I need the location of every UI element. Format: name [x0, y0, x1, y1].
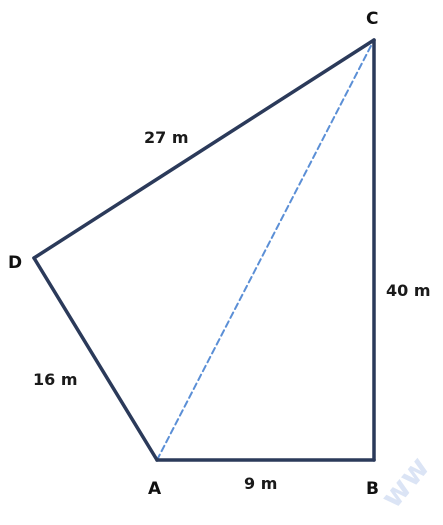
- vertex-d-label: D: [8, 253, 22, 273]
- vertex-c-label: C: [366, 9, 378, 29]
- side-da-length: 16 m: [33, 370, 78, 389]
- side-cd: [32, 38, 376, 260]
- vertex-b-label: B: [366, 479, 379, 499]
- side-cd-length: 27 m: [144, 128, 189, 147]
- diagonal-ac: [156, 39, 375, 461]
- side-ab-length: 9 m: [244, 474, 277, 493]
- watermark-text: ww: [374, 450, 436, 515]
- side-bc-length: 40 m: [386, 281, 431, 300]
- side-da: [32, 256, 159, 462]
- vertex-a-label: A: [148, 479, 162, 499]
